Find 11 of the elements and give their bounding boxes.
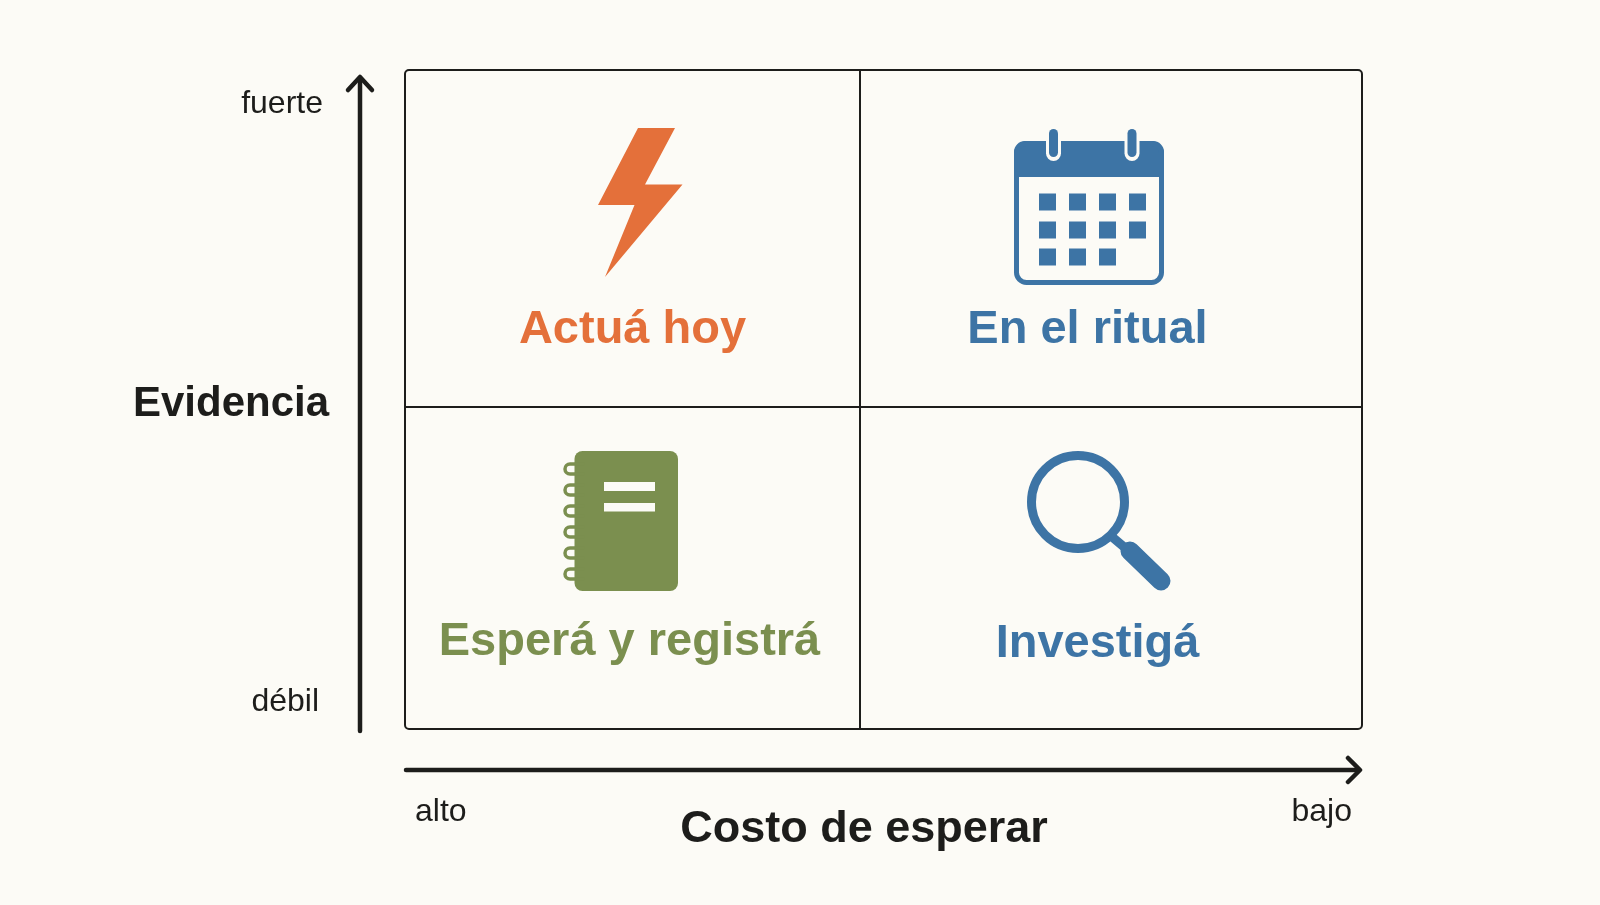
matrix-quadrant <box>404 406 861 730</box>
axis-title: Evidencia <box>132 381 330 424</box>
matrix-quadrant <box>859 69 1363 408</box>
axis-end-label: bajo <box>1291 793 1352 826</box>
matrix-quadrant <box>404 69 861 408</box>
matrix-quadrant <box>859 406 1363 730</box>
axis-end-label: débil <box>251 683 319 716</box>
quadrant-title: En el ritual <box>967 302 1208 350</box>
axis-title: Costo de esperar <box>680 803 1048 849</box>
axis-end-label: alto <box>415 793 467 826</box>
axis-end-label: fuerte <box>241 85 323 118</box>
